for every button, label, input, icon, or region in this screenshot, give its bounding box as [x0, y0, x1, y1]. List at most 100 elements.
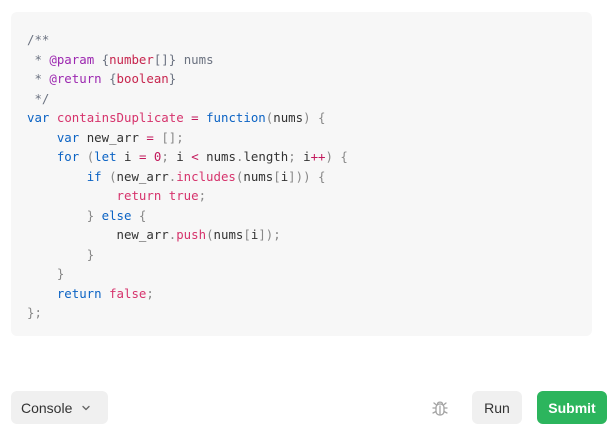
code-token: for — [56, 149, 80, 164]
code-content[interactable]: /** * @param {number[]} nums * @return {… — [27, 30, 592, 323]
code-line: } — [27, 245, 592, 265]
code-line: new_arr.push(nums[i]); — [27, 225, 592, 245]
code-line: var new_arr = []; — [27, 128, 592, 148]
code-token: nums — [273, 110, 304, 125]
code-line: if (new_arr.includes(nums[i])) { — [27, 167, 592, 187]
code-token: containsDuplicate — [56, 110, 184, 125]
code-token: new_arr — [79, 129, 147, 145]
run-button[interactable]: Run — [472, 391, 522, 424]
code-token: var — [27, 110, 50, 125]
code-line: * @return {boolean} — [27, 69, 592, 89]
code-token: var — [56, 129, 80, 145]
code-line: }; — [27, 303, 592, 323]
code-line: } — [27, 264, 592, 284]
code-token — [27, 169, 87, 184]
code-line: */ — [27, 89, 592, 109]
code-token: }; — [27, 305, 42, 320]
code-token: 0 — [153, 149, 162, 164]
code-token: nums — [176, 51, 214, 67]
code-token: true — [168, 188, 199, 203]
code-token: ( — [265, 110, 274, 125]
code-line: var containsDuplicate = function(nums) { — [27, 108, 592, 128]
run-button-label: Run — [484, 399, 510, 416]
code-token — [27, 130, 57, 145]
code-token: { — [131, 207, 147, 223]
code-token — [102, 286, 109, 301]
code-token: * — [27, 71, 50, 86]
code-token: includes — [176, 168, 236, 184]
code-token — [27, 188, 117, 203]
code-token: = — [138, 149, 147, 164]
code-token: i — [250, 227, 259, 242]
code-token: let — [94, 149, 117, 164]
code-token: @return — [49, 71, 102, 86]
code-token: new_arr — [116, 168, 169, 184]
console-button-label: Console — [21, 399, 73, 416]
code-line: return true; — [27, 186, 592, 206]
code-token: ( — [235, 168, 244, 184]
code-token: new_arr — [27, 227, 169, 242]
code-token: } — [168, 51, 177, 67]
code-token: ; — [161, 149, 177, 164]
code-token — [49, 110, 56, 125]
code-token: ]); — [258, 227, 281, 242]
code-token: return — [116, 188, 162, 203]
code-token: } — [56, 266, 65, 281]
code-token: . — [168, 168, 177, 184]
code-token: ])) { — [288, 168, 326, 184]
code-token: */ — [27, 90, 50, 106]
code-token: { — [94, 51, 110, 67]
code-token: [] — [153, 51, 169, 67]
code-token: boolean — [116, 71, 169, 86]
code-token — [27, 266, 57, 281]
bug-icon[interactable] — [429, 397, 451, 419]
code-line: return false; — [27, 284, 592, 304]
code-token — [161, 188, 168, 203]
code-token: function — [206, 110, 266, 125]
code-line: * @param {number[]} nums — [27, 50, 592, 70]
submit-button[interactable]: Submit — [537, 391, 607, 424]
code-token: * — [27, 51, 50, 67]
code-token: false — [109, 285, 147, 301]
code-token: = — [146, 129, 154, 145]
code-token: number — [109, 51, 154, 67]
console-button[interactable]: Console — [11, 391, 108, 424]
code-token: push — [176, 227, 207, 242]
code-token: ; — [146, 285, 154, 301]
code-line: for (let i = 0; i < nums.length; i++) { — [27, 147, 592, 167]
code-token: [ — [243, 227, 251, 242]
code-token: ( — [79, 149, 95, 164]
code-token: { — [101, 71, 117, 86]
code-token: ; — [198, 188, 207, 203]
code-token: nums — [198, 149, 236, 164]
code-token — [27, 208, 87, 223]
code-token: ( — [206, 227, 214, 242]
code-token: ) — [303, 110, 311, 125]
code-token — [27, 286, 57, 301]
code-token: [ — [273, 168, 281, 184]
submit-button-label: Submit — [548, 399, 596, 416]
code-token: . — [168, 227, 177, 242]
code-token: ) { — [325, 149, 348, 164]
code-token: i — [116, 149, 139, 164]
code-token: ( — [101, 168, 117, 184]
code-token: /** — [27, 32, 50, 47]
code-line: } else { — [27, 206, 592, 226]
code-token — [146, 149, 153, 164]
code-token: nums — [243, 168, 274, 184]
code-token: } — [168, 71, 177, 86]
code-token: length — [243, 149, 289, 164]
code-token: i — [303, 149, 311, 164]
code-editor[interactable]: /** * @param {number[]} nums * @return {… — [11, 12, 592, 336]
code-token: ; — [288, 149, 304, 164]
code-token: { — [310, 110, 326, 125]
code-line: /** — [27, 30, 592, 50]
code-token: if — [86, 168, 102, 184]
code-token — [199, 110, 206, 125]
code-token: i — [176, 149, 192, 164]
chevron-down-icon — [80, 402, 92, 414]
code-token — [27, 149, 57, 164]
code-token — [27, 247, 87, 262]
code-token: i — [280, 168, 289, 184]
code-token: @param — [49, 51, 95, 67]
